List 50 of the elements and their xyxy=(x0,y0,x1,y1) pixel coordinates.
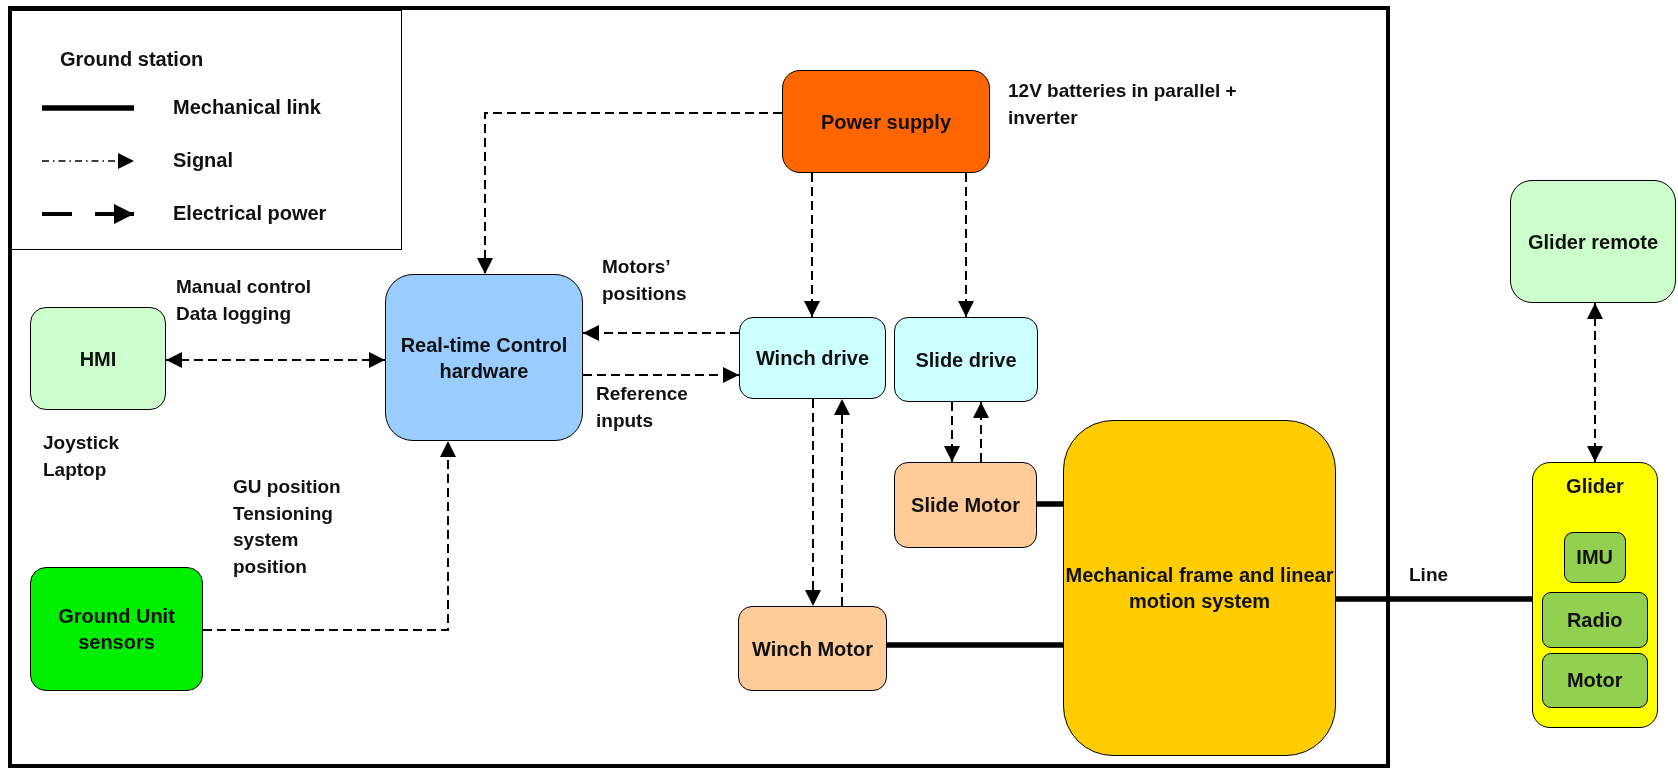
process-box xyxy=(1541,652,1648,708)
arrow xyxy=(165,352,386,368)
process-box xyxy=(1510,180,1676,303)
system-frame xyxy=(8,6,1390,768)
arrow xyxy=(944,401,960,463)
process-box xyxy=(894,462,1037,548)
connector-line xyxy=(887,642,1063,648)
node-label: Real-time Control hardware xyxy=(399,332,569,384)
arrow xyxy=(805,398,821,607)
node-label: Slide Motor xyxy=(911,493,1020,518)
arrow xyxy=(804,172,820,318)
process-box xyxy=(30,307,166,410)
arrow xyxy=(958,172,974,318)
node-label: Radio xyxy=(1566,607,1623,633)
node-label: Motor xyxy=(1566,668,1623,694)
arrow xyxy=(1587,302,1603,463)
process-box xyxy=(1532,462,1658,728)
node-label: IMU xyxy=(1576,545,1613,571)
arrow xyxy=(477,112,783,275)
node-label: Ground Unit sensors xyxy=(57,604,176,655)
process-box xyxy=(739,317,886,399)
arrow xyxy=(582,325,740,341)
process-box xyxy=(1541,591,1648,648)
process-box xyxy=(738,606,887,691)
arrow xyxy=(834,398,850,607)
connector-line xyxy=(1336,596,1532,602)
node-label: Winch drive xyxy=(755,346,870,371)
group-heading: Glider xyxy=(1565,474,1625,499)
node-label: Glider remote xyxy=(1527,229,1658,255)
arrow xyxy=(202,440,456,631)
arrow xyxy=(973,401,989,463)
process-box xyxy=(782,70,990,173)
group-heading: Ground station xyxy=(60,47,204,72)
node-label: HMI xyxy=(79,346,117,372)
node-label: Slide drive xyxy=(915,347,1017,373)
node-label: Mechanical frame and linear motion system xyxy=(1064,563,1335,614)
annotation-text: Joystick Laptop xyxy=(43,431,121,482)
process-box xyxy=(1563,531,1626,583)
legend-label: Mechanical link xyxy=(173,95,321,120)
process-box xyxy=(1063,420,1336,756)
connector-line xyxy=(1037,501,1063,507)
process-box xyxy=(30,567,203,691)
legend-label: Signal xyxy=(173,148,233,173)
node-label: Winch Motor xyxy=(752,636,873,662)
legend-label: Electrical power xyxy=(173,201,327,226)
node-label: Power supply xyxy=(821,109,951,135)
annotation-text: 12V batteries in parallel + inverter xyxy=(1008,79,1238,130)
process-box xyxy=(385,274,583,441)
process-box xyxy=(894,317,1038,402)
arrow xyxy=(582,367,740,383)
